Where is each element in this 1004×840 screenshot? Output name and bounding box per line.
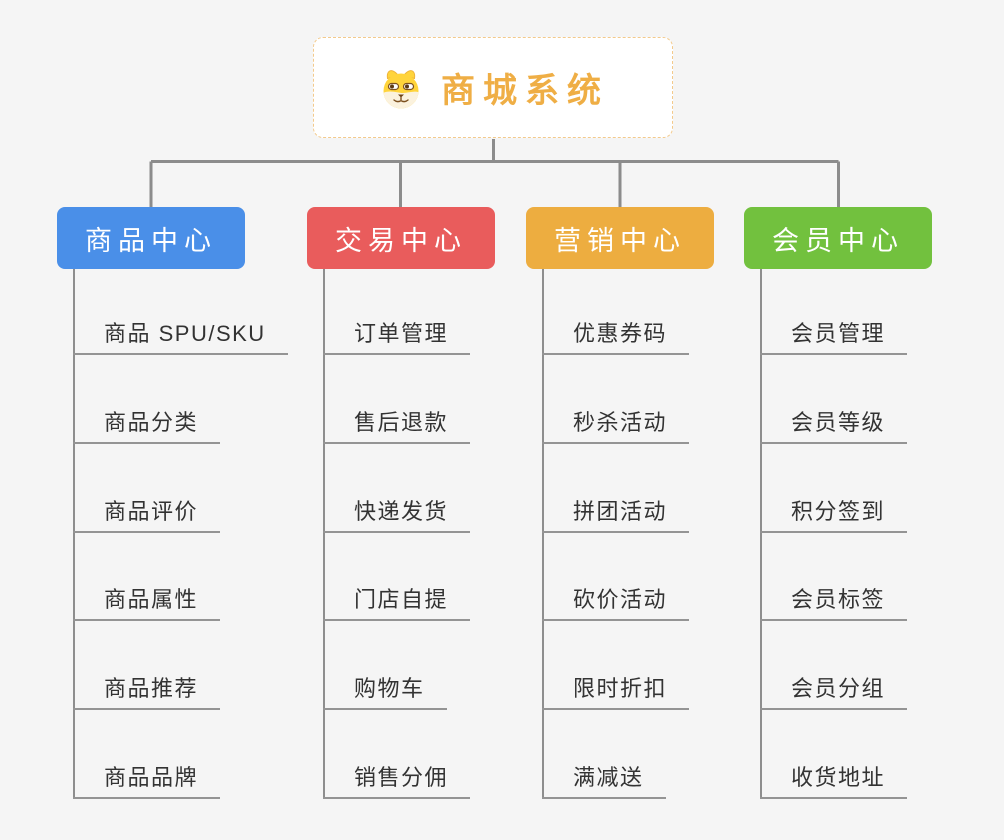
leaf-node[interactable]: 订单管理: [323, 269, 471, 355]
leaf-node[interactable]: 拼团活动: [542, 444, 690, 533]
dog-face-icon: [383, 69, 419, 108]
leaf-node[interactable]: 商品推荐: [73, 621, 221, 711]
leaf-node[interactable]: 购物车: [323, 621, 447, 711]
branch-product-center: 商品中心 商品 SPU/SKU 商品分类 商品评价 商品属性 商品推荐 商品品牌: [57, 207, 288, 799]
leaf-node[interactable]: 满减送: [542, 710, 666, 799]
leaf-node[interactable]: 售后退款: [323, 355, 471, 444]
leaf-node[interactable]: 限时折扣: [542, 621, 690, 711]
leaf-node[interactable]: 门店自提: [323, 533, 471, 622]
branch-trunk-line: [323, 269, 325, 799]
branch-trunk-line: [73, 269, 75, 799]
root-node-title: 商城系统: [441, 72, 609, 110]
leaf-node[interactable]: 销售分佣: [323, 710, 471, 799]
leaf-node[interactable]: 砍价活动: [542, 533, 690, 622]
root-node[interactable]: 商城系统: [313, 37, 673, 138]
leaf-node[interactable]: 收货地址: [760, 710, 908, 799]
branch-trade-center: 交易中心 订单管理 售后退款 快递发货 门店自提 购物车 销售分佣: [307, 207, 495, 799]
branch-node-member-center[interactable]: 会员中心: [744, 207, 932, 269]
leaf-node[interactable]: 会员管理: [760, 269, 908, 355]
leaf-node[interactable]: 秒杀活动: [542, 355, 690, 444]
branch-node-product-center[interactable]: 商品中心: [57, 207, 245, 269]
branch-node-marketing-center[interactable]: 营销中心: [526, 207, 714, 269]
leaf-node[interactable]: 商品评价: [73, 444, 221, 533]
branch-node-trade-center[interactable]: 交易中心: [307, 207, 495, 269]
leaf-node[interactable]: 快递发货: [323, 444, 471, 533]
branch-trunk-line: [542, 269, 544, 799]
leaf-node[interactable]: 会员标签: [760, 533, 908, 622]
leaf-node[interactable]: 商品属性: [73, 533, 221, 622]
leaf-node[interactable]: 商品分类: [73, 355, 221, 444]
leaf-node[interactable]: 优惠券码: [542, 269, 690, 355]
leaf-node[interactable]: 会员分组: [760, 621, 908, 711]
leaf-node[interactable]: 商品 SPU/SKU: [73, 269, 288, 355]
branch-trunk-line: [760, 269, 762, 799]
leaf-node[interactable]: 积分签到: [760, 444, 908, 533]
leaf-node[interactable]: 会员等级: [760, 355, 908, 444]
leaf-node[interactable]: 商品品牌: [73, 710, 221, 799]
branch-member-center: 会员中心 会员管理 会员等级 积分签到 会员标签 会员分组 收货地址: [744, 207, 932, 799]
branch-marketing-center: 营销中心 优惠券码 秒杀活动 拼团活动 砍价活动 限时折扣 满减送: [526, 207, 714, 799]
